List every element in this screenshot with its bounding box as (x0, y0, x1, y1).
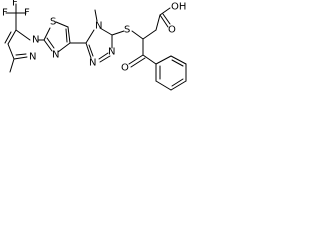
pyrazole-n1-label: N (32, 35, 39, 46)
chemical-structure-diagram: F F F N N S N N N (2, 0, 187, 91)
fluorine-label-left: F (2, 8, 8, 19)
acid-oxygen-label: O (168, 25, 176, 36)
phenyl-ring (155, 55, 187, 91)
thiazole-ring: S N (43, 17, 87, 61)
triazole-n1-label: N (89, 58, 96, 69)
pyrazole-ring: N N (4, 29, 45, 73)
pyrazole-n2-label: N (29, 52, 36, 63)
side-chain: S OH O O (121, 2, 186, 74)
triazole-n2-label: N (108, 47, 115, 58)
thiazole-sulfur-label: S (50, 17, 56, 28)
thiazole-nitrogen-label: N (52, 50, 59, 61)
trifluoromethyl-group: F F F (2, 0, 30, 31)
triazole-n4-label: N (95, 21, 102, 32)
ketone-oxygen-label: O (121, 63, 129, 74)
fluorine-label-top: F (12, 0, 18, 9)
triazole-ring: N N N (85, 9, 125, 69)
thioether-sulfur-label: S (124, 25, 130, 36)
hydroxyl-label: OH (171, 2, 186, 13)
fluorine-label-right: F (24, 8, 30, 19)
